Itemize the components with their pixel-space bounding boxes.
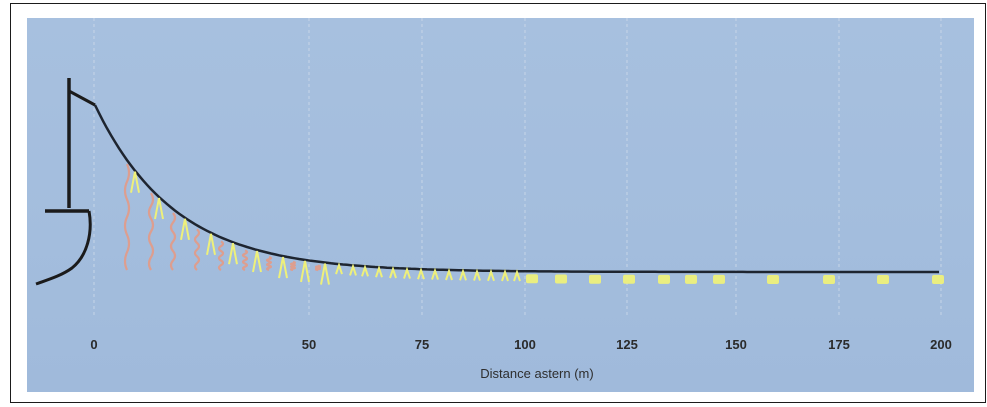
- marker-near-9: [335, 261, 343, 275]
- marker-far-0: [526, 274, 538, 284]
- longline-diagram: 0 50 75 100 125 150 175 200 Distance astern (m): [35, 18, 952, 381]
- marker-near-13: [389, 265, 397, 279]
- marker-far-8: [823, 275, 835, 284]
- x-tick-label: 0: [90, 337, 97, 352]
- marker-near-18: [459, 268, 467, 281]
- marker-far-9: [877, 275, 889, 284]
- line-markers: [130, 171, 944, 285]
- marker-far-3: [623, 274, 635, 284]
- vessel-davit: [68, 89, 96, 107]
- marker-far-6: [713, 274, 725, 284]
- streamer-1: [147, 192, 155, 271]
- x-tick-label: 100: [514, 337, 536, 352]
- marker-near-7: [300, 260, 310, 283]
- marker-near-11: [361, 264, 369, 277]
- x-tick-label: 200: [930, 337, 952, 352]
- marker-far-7: [767, 275, 779, 284]
- streamer-4: [217, 240, 225, 271]
- x-tick-label: 75: [415, 337, 429, 352]
- streamer-5: [241, 249, 249, 272]
- marker-near-15: [417, 267, 425, 280]
- marker-far-10: [932, 275, 944, 284]
- x-tick-label: 125: [616, 337, 638, 352]
- x-axis-title: Distance astern (m): [480, 366, 593, 381]
- vessel-stern: [35, 78, 96, 286]
- marker-near-0: [130, 171, 140, 193]
- streamer-0: [123, 163, 131, 271]
- streamer-6: [265, 255, 273, 272]
- marker-near-10: [349, 263, 357, 276]
- marker-near-20: [487, 268, 495, 282]
- tori-line-streamers: [123, 163, 322, 272]
- diagram-panel: 0 50 75 100 125 150 175 200 Distance astern (m): [27, 18, 974, 392]
- x-axis-ticks: 0 50 75 100 125 150 175 200: [90, 337, 951, 352]
- streamer-3: [193, 228, 201, 271]
- marker-near-3: [206, 233, 216, 255]
- marker-far-2: [589, 274, 601, 284]
- marker-near-21: [501, 268, 509, 282]
- marker-near-14: [403, 266, 411, 279]
- marker-far-1: [555, 274, 567, 284]
- x-tick-label: 175: [828, 337, 850, 352]
- streamer-7: [289, 260, 297, 272]
- marker-near-22: [513, 268, 521, 282]
- x-tick-label: 50: [302, 337, 316, 352]
- figure-frame: 0 50 75 100 125 150 175 200 Distance astern (m): [10, 3, 986, 403]
- marker-near-8: [320, 263, 330, 285]
- marker-near-17: [445, 267, 453, 281]
- marker-far-4: [658, 274, 670, 284]
- marker-near-5: [252, 250, 262, 273]
- gridlines: [93, 18, 942, 318]
- marker-near-19: [473, 268, 481, 281]
- marker-near-2: [180, 218, 190, 240]
- vessel-hull: [35, 210, 92, 286]
- x-tick-label: 150: [725, 337, 747, 352]
- marker-near-12: [375, 265, 383, 278]
- streamer-2: [169, 212, 177, 271]
- marker-near-4: [228, 243, 238, 265]
- marker-far-5: [685, 274, 697, 284]
- streamer-8: [314, 264, 322, 272]
- marker-near-16: [431, 267, 439, 280]
- marker-near-1: [154, 197, 164, 220]
- marker-near-6: [278, 256, 288, 279]
